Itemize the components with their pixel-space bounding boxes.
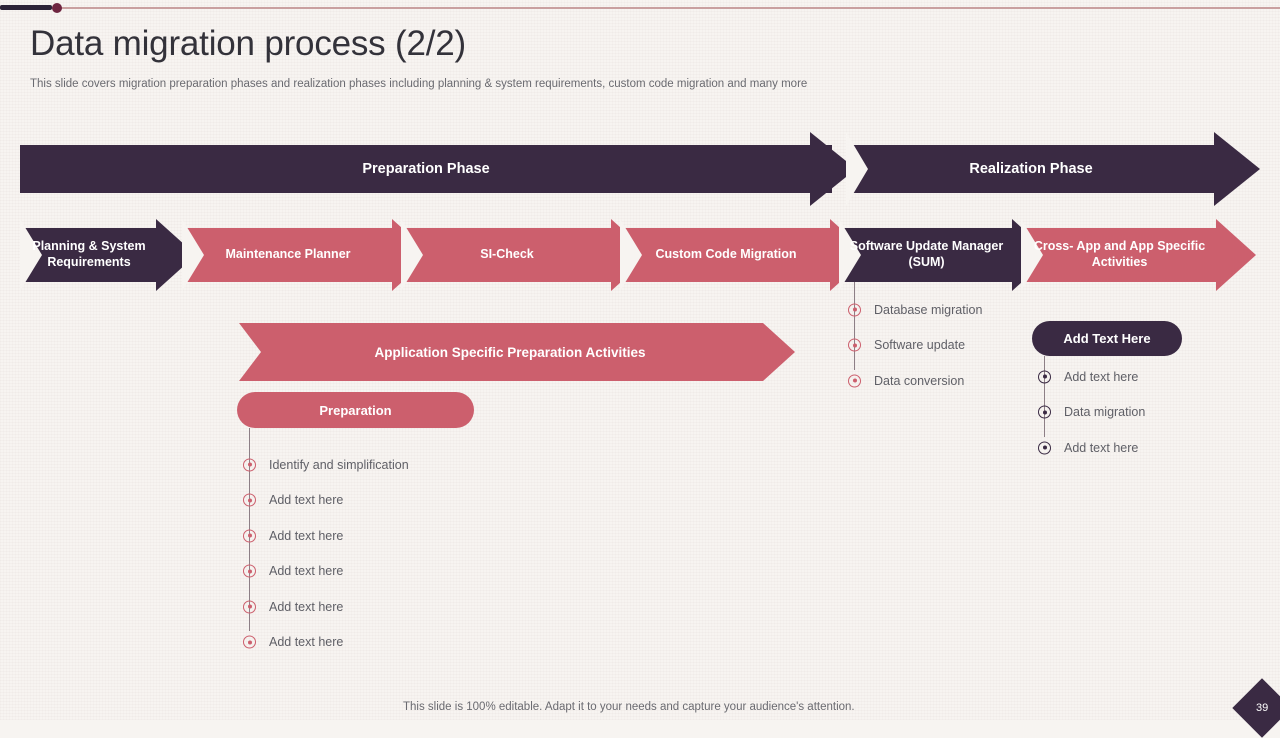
step-chevron-cross-app-activities[interactable]: Cross- App and App Specific Activities — [1021, 219, 1256, 291]
list-item-label: Add text here — [269, 635, 344, 650]
top-rule-line — [0, 7, 1280, 9]
phase-notch-realization — [846, 132, 868, 206]
application-specific-preparation-arrow[interactable]: Application Specific Preparation Activit… — [239, 323, 795, 381]
list-item-label: Add text here — [269, 599, 344, 614]
step-label-si-check: SI-Check — [480, 247, 534, 262]
bullet-dot-icon — [848, 303, 861, 317]
chevron-tail-notch — [620, 219, 642, 291]
bullet-dot-icon — [243, 564, 256, 578]
footer-note: This slide is 100% editable. Adapt it to… — [403, 701, 855, 713]
bullet-dot-icon — [848, 338, 861, 352]
page-title: Data migration process (2/2) — [30, 24, 466, 63]
phase-bar-realization: Realization Phase — [846, 145, 1216, 193]
list-item-label: Identify and simplification — [269, 457, 409, 472]
bullet-dot-icon — [848, 374, 861, 388]
bullet-dot-icon — [1038, 370, 1051, 384]
list-item[interactable]: Add text here — [243, 554, 409, 590]
bullet-rail — [1044, 365, 1045, 437]
bullet-dot-icon — [243, 458, 256, 472]
bullet-dot-icon — [243, 493, 256, 507]
page-subtitle: This slide covers migration preparation … — [30, 78, 808, 90]
list-item-label: Software update — [874, 338, 966, 353]
step-label-maintenance-planner: Maintenance Planner — [225, 247, 351, 262]
bullet-dot-icon — [1038, 441, 1051, 455]
preparation-pill-label: Preparation — [319, 402, 392, 418]
list-item-label: Data conversion — [874, 373, 965, 388]
top-rule-dot — [52, 3, 62, 13]
chevron-tail-notch — [401, 219, 423, 291]
list-item-label: Add text here — [1064, 369, 1139, 384]
list-item[interactable]: Add text here — [243, 625, 409, 661]
cross-app-bullet-list: Add text here Data migration Add text he… — [1038, 359, 1145, 466]
phase-bar-preparation: Preparation Phase — [20, 145, 832, 193]
sum-connector-line — [854, 282, 855, 310]
phase-label-realization: Realization Phase — [969, 161, 1093, 177]
step-label-custom-code-migration: Custom Code Migration — [655, 247, 797, 262]
preparation-connector-line — [249, 428, 250, 460]
step-chevron-custom-code-migration[interactable]: Custom Code Migration — [620, 219, 870, 291]
phase-label-preparation: Preparation Phase — [362, 161, 490, 177]
step-label-software-update-manager: Software Update Manager (SUM) — [849, 239, 1004, 269]
list-item[interactable]: Identify and simplification — [243, 447, 409, 483]
bullet-dot-icon — [243, 635, 256, 649]
preparation-bullet-list: Identify and simplification Add text her… — [243, 447, 409, 660]
bullet-rail — [854, 298, 855, 370]
add-text-here-pill[interactable]: Add Text Here — [1032, 321, 1182, 356]
step-chevron-software-update-manager[interactable]: Software Update Manager (SUM) — [839, 219, 1052, 291]
list-item[interactable]: Data conversion — [848, 363, 982, 399]
list-item[interactable]: Database migration — [848, 292, 982, 328]
activity-arrow-label: Application Specific Preparation Activit… — [374, 344, 646, 360]
list-item[interactable]: Software update — [848, 328, 982, 364]
list-item[interactable]: Data migration — [1038, 395, 1145, 431]
list-item[interactable]: Add text here — [243, 518, 409, 554]
preparation-pill[interactable]: Preparation — [237, 392, 474, 428]
bullet-dot-icon — [243, 529, 256, 543]
bullet-dot-icon — [243, 600, 256, 614]
step-label-cross-app-activities: Cross- App and App Specific Activities — [1033, 239, 1206, 269]
list-item[interactable]: Add text here — [243, 483, 409, 519]
chevron-arrowhead — [1216, 219, 1256, 291]
bullet-dot-icon — [1038, 405, 1051, 419]
list-item-label: Add text here — [269, 564, 344, 579]
list-item-label: Add text here — [269, 493, 344, 508]
sum-bullet-list: Database migration Software update Data … — [848, 292, 982, 399]
list-item[interactable]: Add text here — [1038, 430, 1145, 466]
page-number-label: 39 — [1255, 702, 1269, 714]
step-label-planning-system-requirements: Planning & System Requirements — [32, 239, 146, 269]
list-item-label: Database migration — [874, 302, 983, 317]
chevron-tail-notch — [182, 219, 204, 291]
list-item-label: Add text here — [1064, 440, 1139, 455]
add-text-here-pill-label: Add Text Here — [1063, 331, 1151, 346]
list-item[interactable]: Add text here — [243, 589, 409, 625]
step-chevron-maintenance-planner[interactable]: Maintenance Planner — [182, 219, 432, 291]
phase-arrowhead-realization — [1214, 132, 1260, 206]
list-item-label: Add text here — [269, 528, 344, 543]
step-chevron-planning-system-requirements[interactable]: Planning & System Requirements — [20, 219, 196, 291]
step-chevron-si-check[interactable]: SI-Check — [401, 219, 651, 291]
list-item-label: Data migration — [1064, 405, 1146, 420]
page-number-badge: 39 — [1232, 678, 1280, 738]
list-item[interactable]: Add text here — [1038, 359, 1145, 395]
top-rule-accent — [0, 5, 52, 10]
